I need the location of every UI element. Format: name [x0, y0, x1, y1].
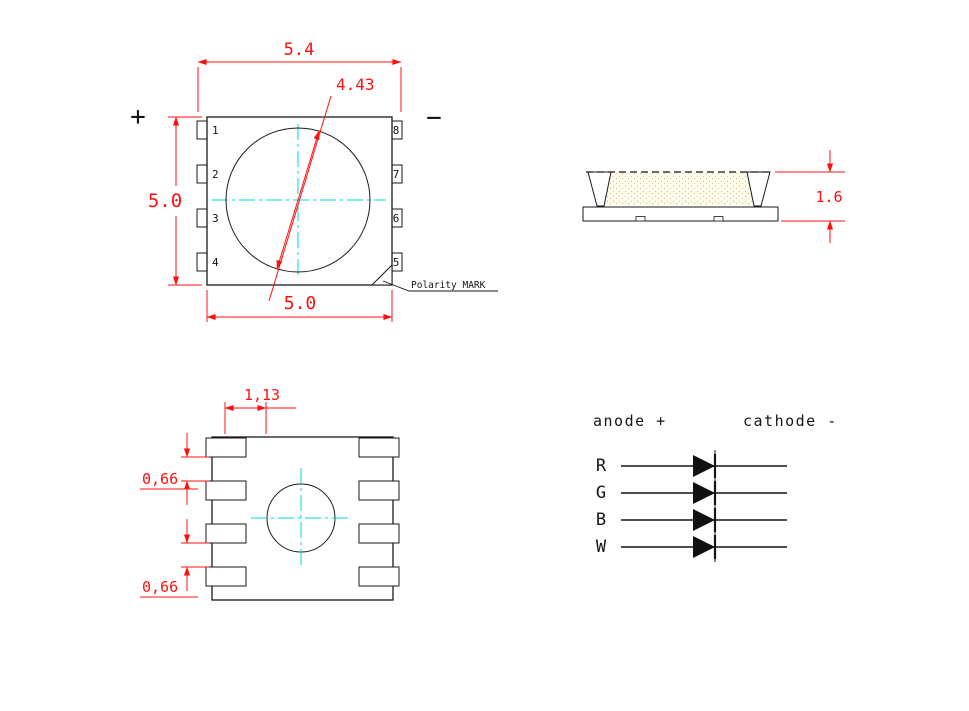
top-view-pins: [196, 120, 403, 272]
pad: [358, 523, 400, 544]
diode-row-green: G: [596, 481, 787, 505]
cathode-label: cathode -: [743, 412, 838, 430]
phosphor-area: [604, 172, 754, 206]
dim-label: 0,66: [142, 578, 178, 596]
solder-pads: [205, 437, 400, 587]
pin-number: 6: [393, 212, 400, 225]
dim-label: 4.43: [336, 75, 375, 94]
diagonal-arrow-up: [297, 130, 320, 201]
pad: [358, 566, 400, 587]
diode-row-white: W: [596, 535, 787, 559]
dim-label: 5.4: [284, 40, 315, 60]
dim-pad-gap-bottom: 0,66: [140, 519, 209, 598]
base-notch: [635, 216, 646, 222]
dim-body-width: 5.0: [206, 290, 393, 322]
polarity-mark-triangle: [370, 263, 393, 286]
pin-number: 7: [393, 168, 400, 181]
dim-pad-gap-top: 0,66: [140, 433, 209, 505]
pad: [205, 437, 247, 458]
dim-package-height: 1.6: [775, 150, 845, 243]
dim-overall-width: 5.4: [197, 40, 402, 112]
pin-number: 3: [212, 212, 219, 225]
pin-numbers: 1 2 3 4 8 7 6 5: [212, 124, 399, 269]
base-notch: [713, 216, 724, 222]
dim-body-height: 5.0: [148, 116, 202, 286]
circuit-diagram: anode + cathode - R G B W: [593, 412, 838, 562]
plus-sign: +: [130, 102, 146, 132]
channel-label: W: [596, 537, 607, 557]
bottom-view: 1,13 0,66 0,66: [140, 386, 400, 601]
pad: [205, 480, 247, 501]
dim-lens-diameter: 4.43: [268, 75, 375, 302]
diagonal-arrow-down: [276, 199, 299, 270]
channel-label: G: [596, 483, 606, 503]
diode-symbol: [693, 536, 715, 558]
dim-label: 5.0: [284, 293, 317, 314]
dim-label: 1.6: [815, 188, 842, 206]
pad: [358, 480, 400, 501]
side-view: 1.6: [582, 150, 845, 243]
pin-number: 8: [393, 124, 400, 137]
pin-number: 4: [212, 256, 219, 269]
polarity-leader-line: [382, 280, 498, 292]
top-view: 1 2 3 4 8 7 6 5 + − Polarity MARK 5.4: [130, 40, 498, 322]
diode-row-red: R: [596, 454, 787, 478]
channel-label: R: [596, 456, 607, 476]
pad: [358, 437, 400, 458]
diode-symbol: [693, 509, 715, 531]
diode-symbol: [693, 482, 715, 504]
minus-sign: −: [426, 103, 442, 133]
dim-label: 5.0: [148, 190, 182, 212]
pin-number: 5: [393, 256, 400, 269]
pin-number: 2: [212, 168, 219, 181]
dim-label: 1,13: [244, 386, 280, 404]
pad: [205, 523, 247, 544]
diode-symbol: [693, 455, 715, 477]
diode-row-blue: B: [596, 508, 787, 532]
dim-label: 0,66: [142, 470, 178, 488]
lens-circle: [225, 127, 371, 273]
dim-pad-length: 1,13: [224, 386, 296, 434]
channel-label: B: [596, 510, 606, 530]
base-plate: [582, 206, 779, 222]
pin-number: 1: [212, 124, 219, 137]
polarity-mark-label: Polarity MARK: [411, 280, 486, 291]
pad: [205, 566, 247, 587]
anode-label: anode +: [593, 412, 667, 430]
